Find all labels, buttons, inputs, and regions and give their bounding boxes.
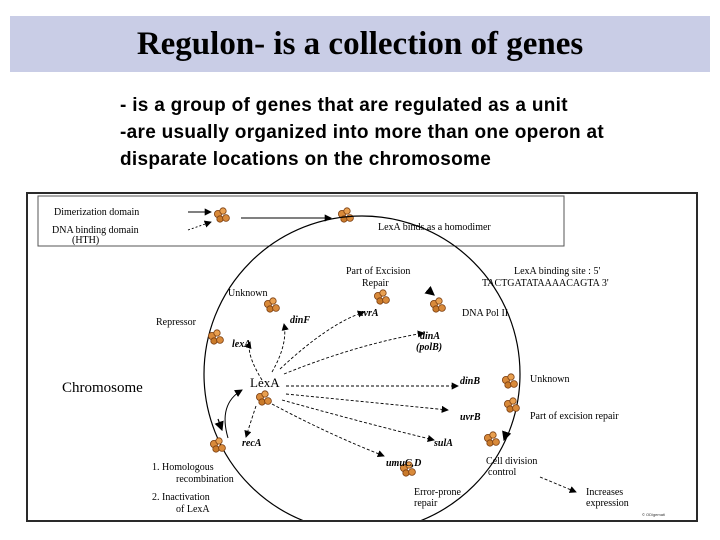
gene-dinF: dinF bbox=[290, 315, 310, 326]
gene-polB: (polB) bbox=[416, 342, 442, 353]
dinA-dimer-icon bbox=[429, 297, 446, 313]
gene-lexA: lexA bbox=[232, 339, 251, 350]
lexa-center-dimer-icon bbox=[255, 390, 272, 406]
recA-dimer-icon bbox=[209, 437, 226, 453]
gene-dinA: dinA bbox=[420, 331, 440, 342]
label-cell-division-2: control bbox=[488, 467, 517, 478]
bullet-line-2: -are usually organized into more than on… bbox=[120, 122, 605, 143]
gene-dinB: dinB bbox=[460, 376, 480, 387]
gene-sulA: sulA bbox=[433, 438, 453, 449]
figure-credit: © ODigemati bbox=[642, 512, 665, 517]
sos-regulon-diagram: Dimerization domain DNA binding domain (… bbox=[26, 192, 698, 522]
sulA-dimer-icon bbox=[483, 431, 500, 447]
dinB-dimer-icon bbox=[501, 373, 518, 389]
lexa-center-label: LexA bbox=[250, 375, 280, 390]
uvrB-dimer-icon bbox=[503, 397, 520, 413]
legend-dna-binding: DNA binding domain bbox=[52, 225, 139, 236]
label-excision-1: Part of Excision bbox=[346, 266, 410, 277]
label-increases-2: expression bbox=[586, 498, 629, 509]
label-inactivation-1: 2. Inactivation bbox=[152, 492, 210, 503]
label-inactivation-2: of LexA bbox=[176, 504, 210, 515]
label-homologous-2: recombination bbox=[176, 474, 234, 485]
uvra-dimer-icon bbox=[373, 289, 390, 305]
unknown-top-dimer-icon bbox=[263, 297, 280, 313]
title-bar: Regulon- is a collection of genes bbox=[10, 16, 710, 72]
label-homologous-1: 1. Homologous bbox=[152, 462, 214, 473]
legend-box bbox=[37, 195, 565, 247]
label-binding-site-1: LexA binding site : 5' bbox=[514, 266, 600, 277]
diagram-canvas: Dimerization domain DNA binding domain (… bbox=[37, 195, 665, 520]
label-dna-pol: DNA Pol II bbox=[462, 308, 508, 319]
label-cell-division-1: Cell division bbox=[486, 456, 537, 467]
label-unknown-right: Unknown bbox=[530, 374, 569, 385]
label-excision-repair: Part of excision repair bbox=[530, 411, 619, 422]
legend-hth: (HTH) bbox=[72, 235, 99, 246]
regulon-circle bbox=[203, 215, 521, 520]
legend-binds-homodimer: LexA binds as a homodimer bbox=[378, 222, 491, 233]
label-unknown-top: Unknown bbox=[228, 288, 267, 299]
bullet-line-1: - is a group of genes that are regulated… bbox=[120, 95, 568, 116]
bullet-line-3: disparate locations on the chromosome bbox=[120, 149, 492, 170]
label-excision-2: Repair bbox=[362, 278, 389, 289]
gene-recA: recA bbox=[242, 438, 262, 449]
label-error-prone-1: Error-prone bbox=[414, 487, 462, 498]
repressor-dimer-icon bbox=[207, 329, 224, 345]
gene-uvrB: uvrB bbox=[460, 412, 481, 423]
gene-uvrA: uvrA bbox=[358, 308, 379, 319]
label-error-prone-2: repair bbox=[414, 498, 438, 509]
gene-umuCD: umuC,D bbox=[386, 458, 421, 469]
bullet-list: - is a group of genes that are regulated… bbox=[120, 92, 710, 173]
label-repressor: Repressor bbox=[156, 317, 197, 328]
chromosome-label: Chromosome bbox=[62, 380, 143, 396]
legend-dimerization: Dimerization domain bbox=[54, 207, 139, 218]
label-increases-1: Increases bbox=[586, 487, 623, 498]
slide-title: Regulon- is a collection of genes bbox=[136, 25, 584, 62]
label-binding-site-2: TACTGATATAAAACAGTA 3' bbox=[482, 278, 609, 289]
